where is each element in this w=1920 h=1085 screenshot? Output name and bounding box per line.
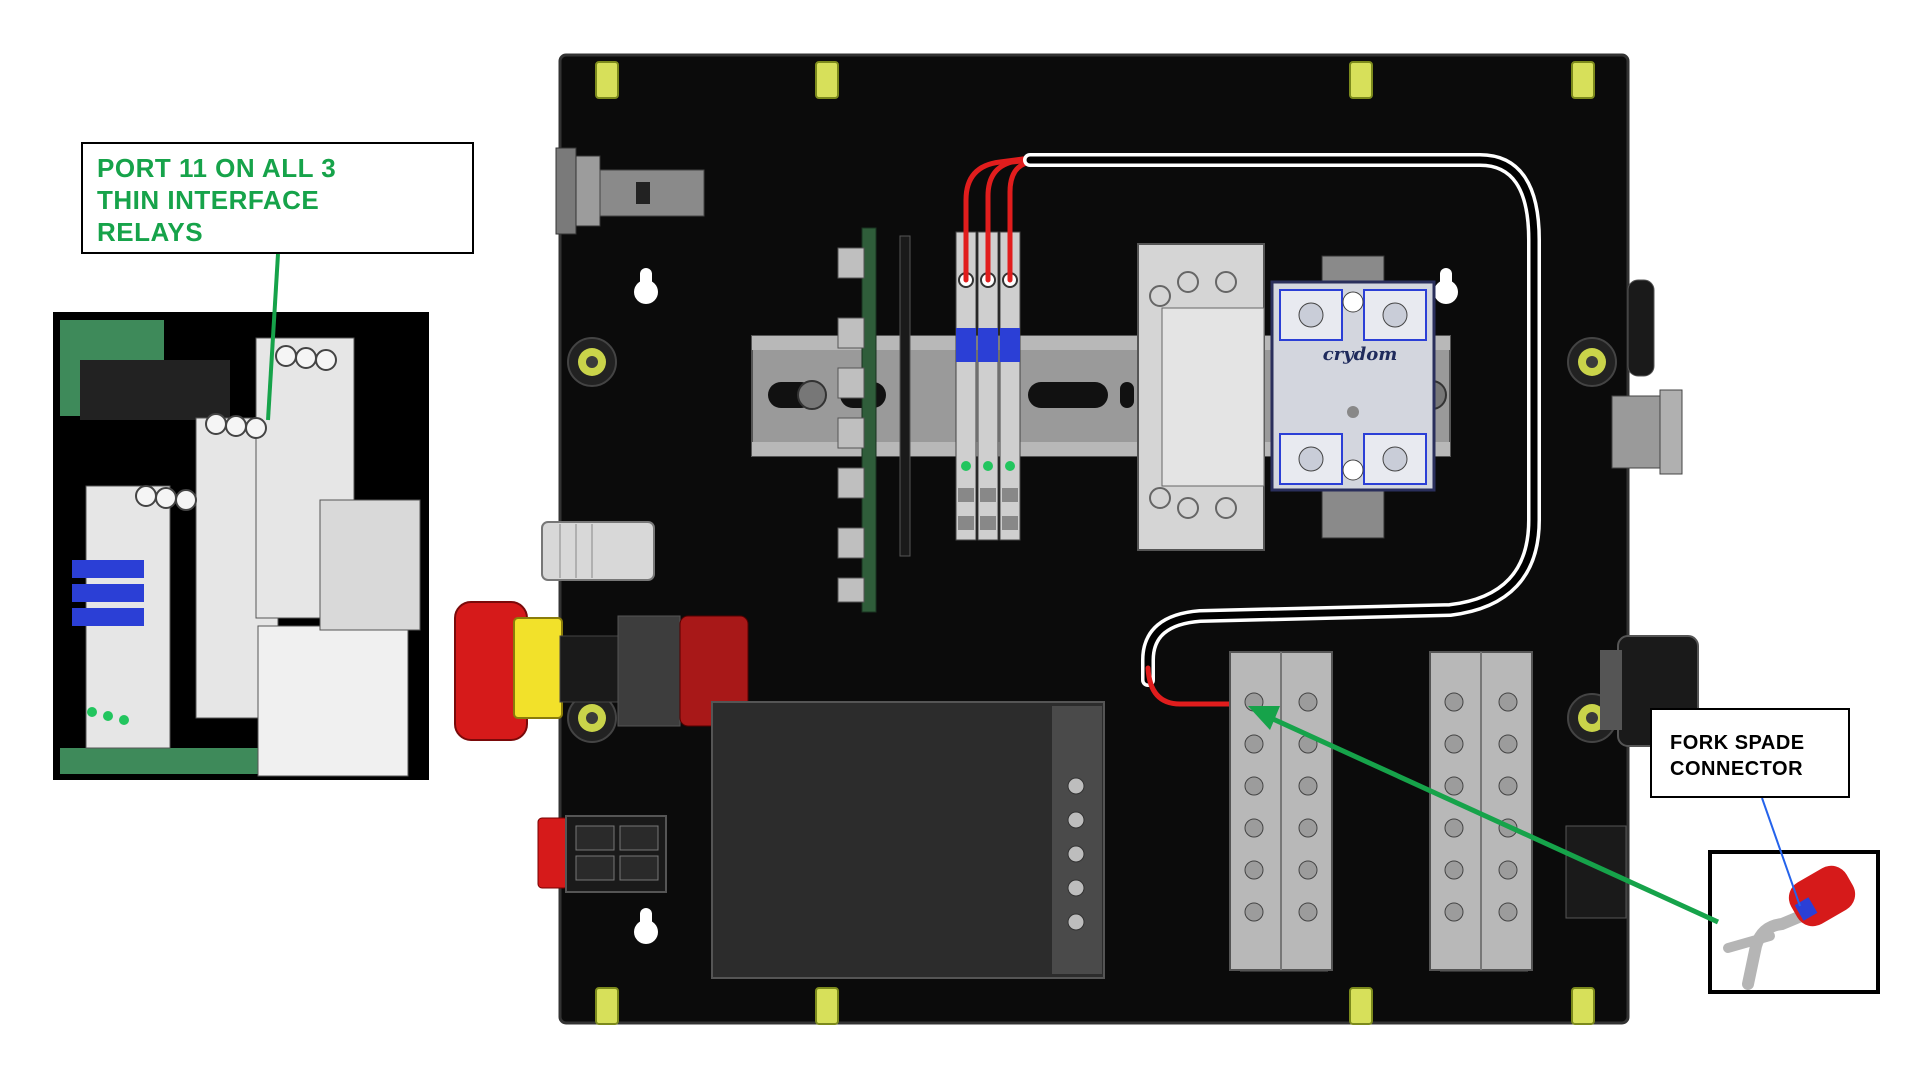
- fork-spade-picture: [1708, 850, 1880, 994]
- fastener-bottom-1: [595, 987, 619, 1025]
- fastener-top-3: [1349, 61, 1373, 99]
- terminal-block-left: [1229, 651, 1333, 972]
- port11-callout: PORT 11 ON ALL 3 THIN INTERFACE RELAYS: [81, 142, 474, 254]
- keyhole-bottom-left: [634, 908, 658, 944]
- panel-connector-top-left: [555, 147, 705, 235]
- port11-callout-line-3: RELAYS: [97, 217, 204, 247]
- standoff-right-top: [1567, 337, 1617, 387]
- fastener-top-4: [1571, 61, 1595, 99]
- fastener-top-1: [595, 61, 619, 99]
- psu-screws: [1067, 777, 1085, 931]
- fork-callout-line-1: FORK SPADE: [1670, 732, 1805, 754]
- fastener-top-2: [815, 61, 839, 99]
- standoff-left-top: [567, 337, 617, 387]
- keyhole-top-left: [634, 268, 658, 304]
- panel-indicator-cylinder: [541, 521, 655, 581]
- inset-relay-screws: [135, 345, 337, 511]
- red-relay-wires: [963, 155, 1035, 283]
- keyhole-slots: [634, 268, 1458, 944]
- din-contactor: [1137, 243, 1265, 551]
- port11-callout-line-2: THIN INTERFACE: [97, 185, 320, 215]
- inset-blue-bars: [72, 560, 144, 626]
- thin-relay-2: [977, 231, 999, 541]
- inset-white-block: [257, 625, 409, 777]
- fastener-bottom-3: [1349, 987, 1373, 1025]
- panel-connector-right: [1611, 279, 1683, 475]
- solid-state-relay: [1270, 255, 1436, 539]
- standoff-left-bottom: [567, 693, 617, 743]
- ssr-brand-label: crydom: [1322, 344, 1398, 365]
- port11-leader-line: [266, 253, 280, 421]
- thin-interface-relays: [955, 231, 1021, 541]
- fastener-bottom-4: [1571, 987, 1595, 1025]
- fork-spade-icon: [1742, 908, 1812, 990]
- relay-detail-inset: [53, 312, 429, 780]
- power-supply: [711, 701, 1105, 979]
- terminal-block-right: [1429, 651, 1533, 972]
- thin-relay-1: [955, 231, 977, 541]
- enclosure-fasteners: [595, 61, 1595, 1025]
- fastener-bottom-2: [815, 987, 839, 1025]
- fork-leader-line: [1761, 797, 1801, 907]
- port11-callout-line-1: PORT 11 ON ALL 3: [97, 153, 337, 183]
- fork-callout-line-2: CONNECTOR: [1670, 758, 1804, 780]
- thin-relay-3: [999, 231, 1021, 541]
- interface-pcb: [837, 227, 911, 613]
- black-cable: [1026, 156, 1538, 684]
- red-cable-tail: [1145, 665, 1247, 707]
- inset-green-leds: [87, 707, 129, 725]
- terminal-arrow-line: [1260, 711, 1720, 925]
- rocker-switch: [537, 815, 667, 893]
- estop-yellow-collar: [513, 617, 563, 719]
- fork-spade-callout: FORK SPADE CONNECTOR: [1650, 708, 1850, 798]
- keyhole-top-right: [1434, 268, 1458, 304]
- terminal-arrowhead: [1248, 706, 1280, 730]
- right-side-bracket: [1565, 825, 1627, 919]
- emergency-stop-button: [454, 601, 749, 741]
